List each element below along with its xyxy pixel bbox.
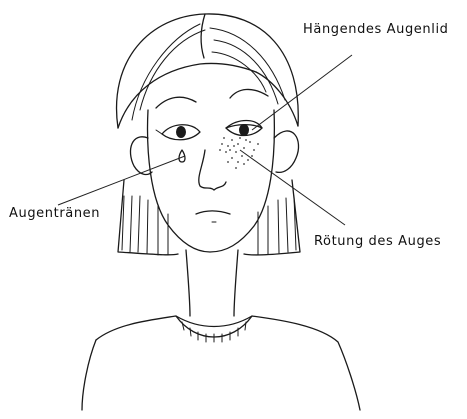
- hair-bob: [118, 180, 300, 255]
- hair: [117, 14, 299, 128]
- right-eye: [226, 121, 262, 137]
- neck: [186, 250, 238, 316]
- mouth: [196, 211, 230, 214]
- pointer-drooping-eyelid: [252, 55, 352, 130]
- face: [130, 110, 298, 252]
- label-drooping-eyelid: Hängendes Augenlid: [303, 22, 449, 38]
- shirt: [82, 316, 360, 410]
- redness-stipple: [219, 137, 259, 169]
- nose: [199, 150, 226, 190]
- pointer-eye-tears: [58, 156, 185, 205]
- left-eye: [156, 125, 200, 140]
- eyebrows: [156, 89, 268, 108]
- pointer-eye-redness: [240, 150, 345, 225]
- label-eye-tears: Augentränen: [9, 206, 100, 222]
- label-eye-redness: Rötung des Auges: [314, 234, 441, 250]
